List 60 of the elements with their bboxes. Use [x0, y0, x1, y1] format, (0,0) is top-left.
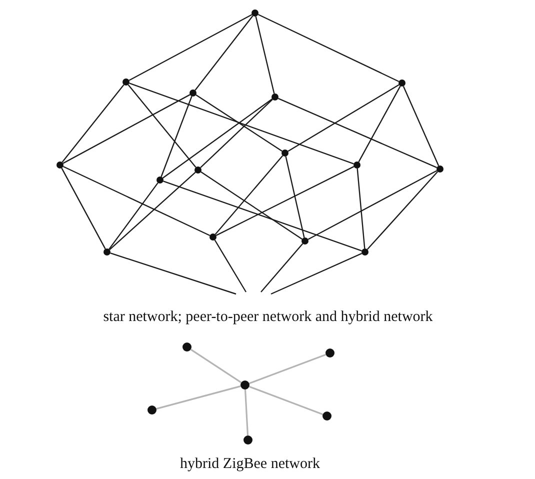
connector-line: [244, 389, 249, 436]
node-dot: [122, 78, 130, 86]
connector-line: [260, 243, 304, 292]
node-dot: [148, 406, 156, 414]
node-dot: [302, 238, 308, 244]
node-dot: [322, 412, 332, 420]
connector-line: [61, 168, 106, 250]
node-dot: [252, 10, 258, 16]
connector-line: [194, 15, 254, 91]
connector-line: [248, 354, 326, 384]
connector-line: [162, 98, 273, 178]
connector-line: [278, 98, 438, 168]
connector-line: [128, 84, 196, 168]
connector-line: [214, 240, 247, 292]
connector-line: [285, 156, 305, 238]
connector-line: [200, 171, 302, 240]
node-dot: [104, 248, 110, 256]
connector-line: [366, 171, 438, 250]
node-dot: [182, 342, 192, 352]
connector-line: [190, 348, 242, 384]
connector-line: [200, 98, 273, 168]
connector-line: [62, 166, 210, 236]
connector-line: [109, 172, 196, 250]
connector-line: [129, 82, 354, 164]
connector-line: [288, 84, 400, 152]
node-dot: [156, 176, 164, 184]
connector-line: [270, 252, 362, 295]
connector-line: [62, 84, 124, 163]
connector-line: [402, 86, 440, 166]
node-dot: [194, 166, 202, 174]
connector-line: [163, 180, 362, 252]
connector-line: [358, 86, 401, 162]
node-dot: [190, 90, 196, 96]
connector-line: [110, 252, 236, 295]
connector-line: [160, 96, 192, 177]
node-dot: [326, 348, 334, 358]
node-dot: [56, 162, 64, 168]
node-dot: [362, 248, 368, 256]
node-dot: [354, 162, 360, 168]
connector-line: [196, 94, 282, 152]
connector-line: [156, 385, 241, 410]
connector-line: [356, 168, 366, 249]
node-dot: [272, 94, 278, 100]
caption: star network; peer-to-peer network and hybrid network: [103, 309, 433, 326]
node-dot: [398, 80, 406, 86]
node-dot: [282, 150, 288, 156]
connector-line: [258, 14, 400, 82]
connector-line: [255, 16, 275, 94]
node-dot: [240, 380, 250, 390]
node-dot: [436, 166, 444, 172]
connector-line: [108, 182, 158, 250]
node-dot: [244, 436, 252, 444]
connector-line: [216, 166, 354, 236]
node-dot: [210, 234, 216, 240]
connector-line: [128, 14, 252, 81]
connector-line: [248, 386, 324, 416]
connector-line: [214, 155, 284, 235]
connector-line: [308, 170, 438, 240]
caption: hybrid ZigBee network: [180, 456, 320, 473]
connector-line: [62, 94, 190, 164]
